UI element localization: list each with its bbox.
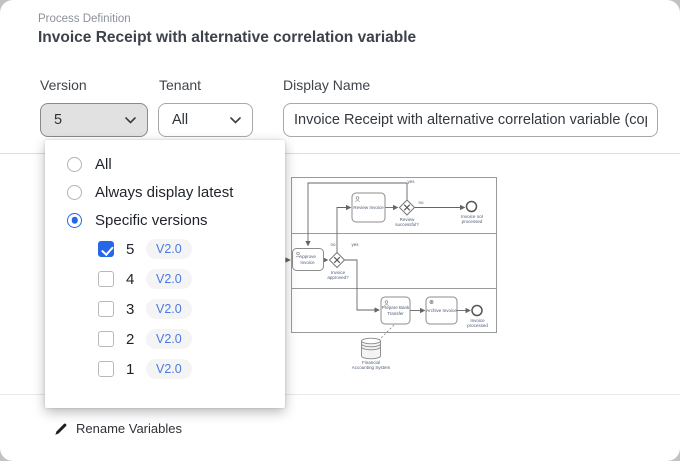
version-item-3[interactable]: 3 V2.0 [45,294,285,324]
checkbox-version-4[interactable] [98,271,114,287]
version-label: Version [40,77,87,93]
checkbox-version-1[interactable] [98,361,114,377]
radio-specific-versions[interactable] [67,212,82,228]
version-item-2[interactable]: 2 V2.0 [45,324,285,354]
version-tag-badge: V2.0 [146,329,192,349]
bpmn-gateway-x-marks [333,204,411,264]
bpmn-flows [285,182,471,341]
rename-variables-label: Rename Variables [76,421,182,436]
radio-always-latest[interactable] [67,184,82,200]
bpmn-label-archive-invoice: Archive Invoice [426,307,457,313]
checkbox-version-2[interactable] [98,331,114,347]
bpmn-label-review-successful: Review successful? [395,217,419,228]
version-tag-badge: V2.0 [146,239,192,259]
version-item-1[interactable]: 1 V2.0 [45,354,285,384]
version-select-value: 5 [54,112,63,128]
bpmn-label-invoice-processed: Invoice processed [467,318,488,329]
bpmn-task-icons [295,196,434,307]
bpmn-end-events [465,200,483,317]
radio-all[interactable] [67,156,82,172]
radio-specific-versions-label: Specific versions [95,211,208,229]
chevron-down-icon [230,116,241,124]
version-tag-badge: V2.0 [146,269,192,289]
version-dropdown-panel: All Always display latest Specific versi… [45,140,285,408]
version-number: 3 [126,300,135,318]
radio-always-latest-label: Always display latest [95,183,234,201]
display-name-input[interactable] [283,103,658,137]
version-mode-always-latest[interactable]: Always display latest [45,178,285,206]
page-title: Invoice Receipt with alternative correla… [38,29,417,46]
tenant-label: Tenant [159,77,202,93]
checkbox-version-3[interactable] [98,301,114,317]
bpmn-datastore [361,337,381,360]
rename-variables-button[interactable]: Rename Variables [54,421,182,436]
version-number: 5 [126,240,135,258]
bpmn-label-invoice-not-processed: Invoice not processed [461,214,483,225]
bpmn-label-no: no [330,242,336,247]
version-tag-badge: V2.0 [146,359,192,379]
version-tag-badge: V2.0 [146,299,192,319]
bpmn-label-financial-accounting-system: Financial Accounting System [351,360,391,371]
version-number: 2 [126,330,135,348]
version-select[interactable]: 5 [40,103,148,137]
bpmn-pool [291,177,497,333]
version-mode-all[interactable]: All [45,150,285,178]
bpmn-label-review-invoice: Review Invoice [353,204,384,210]
checkbox-version-5[interactable] [98,241,114,257]
radio-all-label: All [95,155,112,173]
process-definition-eyebrow: Process Definition [38,13,131,25]
header-divider [0,153,680,154]
version-number: 4 [126,270,135,288]
version-mode-specific[interactable]: Specific versions [45,206,285,234]
tenant-select[interactable]: All [158,103,253,137]
bpmn-label-approve-invoice: Approve Invoice [299,254,316,265]
bpmn-label-invoice-approved: Invoice approved? [327,270,349,281]
bpmn-tasks [292,192,458,325]
tenant-select-value: All [172,112,189,128]
bpmn-label-prepare-bank-transfer: Prepare Bank Transfer [381,305,410,316]
bpmn-label-no: no [418,200,424,205]
bpmn-label-yes: yes [407,179,415,184]
version-item-4[interactable]: 4 V2.0 [45,264,285,294]
chevron-down-icon [125,116,136,124]
pencil-icon [55,423,67,435]
footer-divider [0,394,680,395]
bpmn-label-yes: yes [351,242,359,247]
version-number: 1 [126,360,135,378]
version-item-5[interactable]: 5 V2.0 [45,234,285,264]
display-name-label: Display Name [283,77,371,93]
